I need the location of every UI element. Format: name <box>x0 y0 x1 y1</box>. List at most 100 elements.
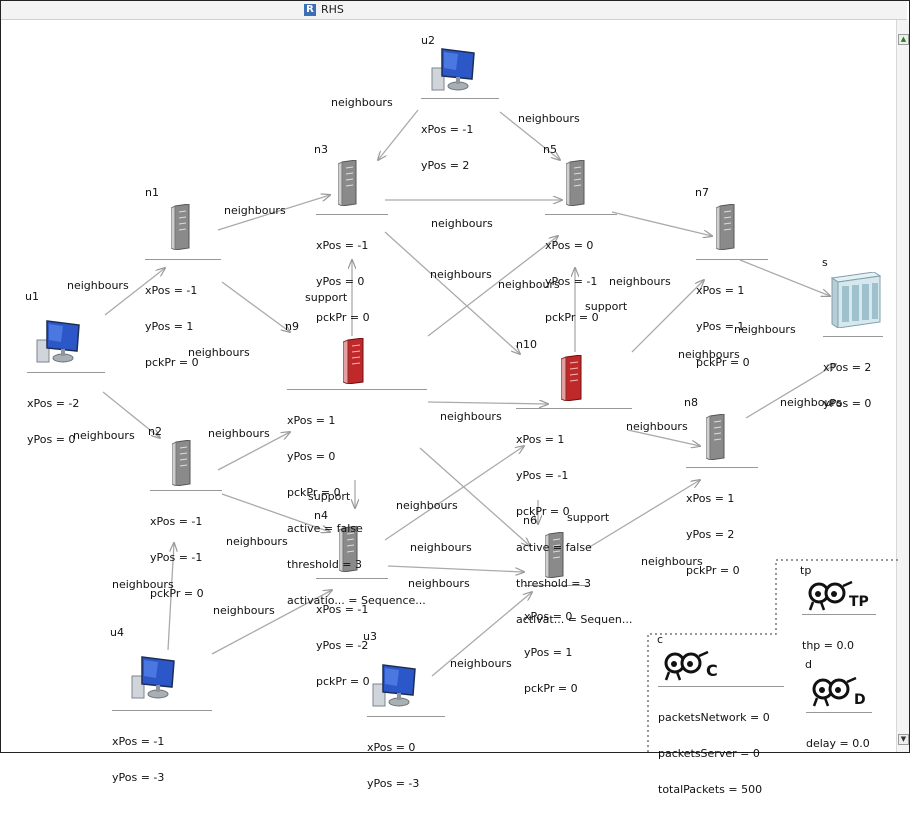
attr-line: xPos = 0 <box>524 610 573 623</box>
attr-line: pckPr = 0 <box>696 356 750 369</box>
attr-line: xPos = -1 <box>150 515 203 528</box>
edge-label-n1-n3: neighbours <box>224 204 286 217</box>
edge-label-u3-n6: neighbours <box>450 657 512 670</box>
attribute-list: xPos = 1 yPos = 0 pckPr = 0 active = fal… <box>287 389 427 631</box>
attr-line: xPos = -1 <box>112 735 165 748</box>
server-rack-icon <box>830 272 882 328</box>
scroll-up-arrow-icon[interactable]: ▲ <box>898 34 909 45</box>
edge-u3-n6[interactable] <box>431 592 532 677</box>
attr-line: delay = 0.0 <box>806 737 870 750</box>
attr-line: yPos = -1 <box>150 551 203 564</box>
edge-u1-n1[interactable] <box>104 268 165 316</box>
attr-line: yPos = -3 <box>112 771 165 784</box>
vertical-scrollbar[interactable]: ▲ ▼ <box>896 20 909 752</box>
edge-label-u1-n1: neighbours <box>67 279 129 292</box>
attr-line: active = false <box>516 541 592 554</box>
edge-n1-n3[interactable] <box>217 195 330 231</box>
edge-n3-n10[interactable] <box>384 231 520 354</box>
edge-label-n1-n9: neighbours <box>188 346 250 359</box>
attr-line: yPos = -1 <box>516 469 569 482</box>
attr-line: activatio... = Sequence... <box>287 594 426 607</box>
attr-line: xPos = -2 <box>27 397 80 410</box>
edge-n9-n10[interactable] <box>427 402 548 404</box>
node-label: n6 <box>523 514 537 527</box>
gray-server-icon <box>706 414 725 460</box>
edge-label-u2-n5: neighbours <box>518 112 580 125</box>
edge-label-n6-n8: neighbours <box>641 555 703 568</box>
attribute-list: xPos = 2 yPos = 0 <box>823 336 883 434</box>
edge-n4-n10[interactable] <box>384 446 524 541</box>
node-label: n1 <box>145 186 159 199</box>
edge-label-n5-n7: neighbours <box>734 323 796 336</box>
attr-line: pckPr = 0 <box>316 675 370 688</box>
node-label: tp <box>800 564 812 577</box>
attr-line: xPos = 1 <box>287 414 336 427</box>
gray-server-icon <box>338 160 357 206</box>
edge-label-n3-n10: neighbours <box>430 268 492 281</box>
edge-n10-n8[interactable] <box>627 429 700 446</box>
attr-line: yPos = 0 <box>27 433 76 446</box>
title-bar: R RHS <box>1 1 907 20</box>
edge-n5-n7[interactable] <box>611 211 712 236</box>
attr-line: pckPr = 0 <box>316 311 370 324</box>
edge-label-n10-n7: neighbours <box>609 275 671 288</box>
edge-label-n10-n8: neighbours <box>626 420 688 433</box>
edge-n9-n6[interactable] <box>419 447 530 546</box>
node-label: s <box>822 256 828 269</box>
attribute-list: packetsNetwork = 0 packetsServer = 0 tot… <box>658 686 784 820</box>
attr-line: threshold = 3 <box>516 577 592 590</box>
edge-u2-n5[interactable] <box>499 111 560 160</box>
attr-line: pckPr = 0 <box>145 356 199 369</box>
monitor-glyph: TP <box>849 594 869 610</box>
edge-label-n8-s: neighbours <box>780 396 842 409</box>
edge-label-n3-n5: neighbours <box>431 217 493 230</box>
node-label: n2 <box>148 425 162 438</box>
edge-n10-n7[interactable] <box>631 280 704 353</box>
edge-n8-s[interactable] <box>745 364 836 419</box>
edge-label-u4-n4: neighbours <box>213 604 275 617</box>
attr-line: activat... = Sequen... <box>516 613 633 626</box>
attr-line: xPos = 0 <box>367 741 416 754</box>
node-label: u4 <box>110 626 124 639</box>
computer-monitor-icon <box>431 48 475 91</box>
node-label: n9 <box>285 320 299 333</box>
attribute-list: xPos = -1 yPos = 1 pckPr = 0 <box>145 259 221 393</box>
monitor-glyph: D <box>854 692 866 708</box>
edge-n2-n4[interactable] <box>221 493 330 532</box>
scroll-down-arrow-icon[interactable]: ▼ <box>898 734 909 745</box>
edge-n7-s[interactable] <box>739 259 830 296</box>
gray-server-icon <box>716 204 735 250</box>
node-label: u2 <box>421 34 435 47</box>
counter-monitor-icon: C <box>664 650 718 681</box>
rule-r-icon: R <box>304 4 316 16</box>
edge-label-n7-s: neighbours <box>678 348 740 361</box>
attr-line: active = false <box>287 522 363 535</box>
attr-line: yPos = -3 <box>367 777 420 790</box>
edge-n4-n6[interactable] <box>387 565 524 572</box>
edge-u2-n3[interactable] <box>378 109 419 160</box>
attr-line: xPos = 1 <box>696 284 745 297</box>
attr-line: yPos = 0 <box>287 450 336 463</box>
edge-label-n9-n3-support: support <box>305 291 348 304</box>
edge-label-n4-n10: neighbours <box>396 499 458 512</box>
attribute-list: thp = 0.0 <box>802 614 876 676</box>
edge-u1-n2[interactable] <box>102 391 160 438</box>
red-server-icon <box>343 338 364 384</box>
window-title: RHS <box>321 3 344 16</box>
edge-u4-n4[interactable] <box>211 590 332 655</box>
edge-n1-n9[interactable] <box>221 281 290 332</box>
edge-n9-n5[interactable] <box>427 236 558 337</box>
attr-line: yPos = 2 <box>421 159 470 172</box>
edge-label-n10-n5-support: support <box>585 300 628 313</box>
attr-line: xPos = 0 <box>545 239 594 252</box>
edge-n6-n8[interactable] <box>587 480 700 549</box>
edge-label-n9-n10: neighbours <box>440 410 502 423</box>
gray-server-icon <box>339 526 358 572</box>
edge-u4-n2[interactable] <box>167 543 174 651</box>
attribute-list: delay = 0.0 <box>806 712 872 774</box>
attr-line: pckPr = 0 <box>150 587 204 600</box>
monitor-glyph: C <box>706 661 718 680</box>
attr-line: threshold = 3 <box>287 558 363 571</box>
node-label: d <box>805 658 812 671</box>
edge-n2-n9[interactable] <box>217 432 290 471</box>
